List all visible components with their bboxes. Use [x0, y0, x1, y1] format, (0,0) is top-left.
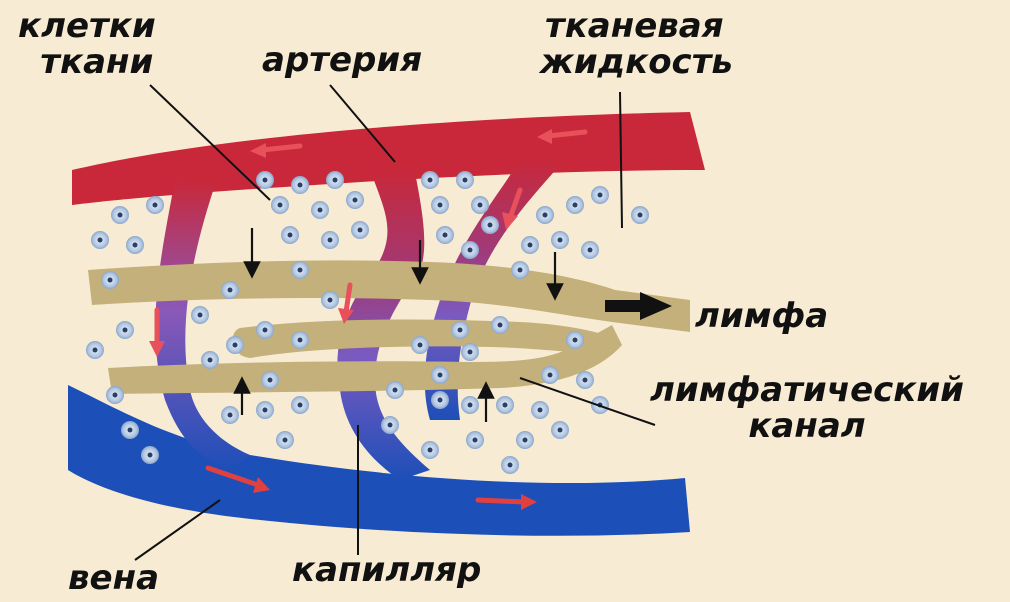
- cell-nucleus: [263, 328, 268, 333]
- label-tissue-cells-line2: ткани: [38, 44, 156, 80]
- cell-nucleus: [133, 243, 138, 248]
- cell-nucleus: [428, 448, 433, 453]
- label-tissue-fluid-line2: жидкость: [540, 44, 733, 80]
- cell-nucleus: [228, 413, 233, 418]
- cell-nucleus: [233, 343, 238, 348]
- cell-nucleus: [548, 373, 553, 378]
- label-tissue-cells: клетки ткани: [18, 8, 156, 80]
- label-tissue-cells-line1: клетки: [18, 8, 156, 44]
- label-lymph-channel-line2: канал: [650, 408, 964, 444]
- label-lymph: лимфа: [695, 298, 828, 334]
- label-lymph-channel-line1: лимфатический: [650, 372, 964, 408]
- cell-nucleus: [573, 203, 578, 208]
- cell-nucleus: [528, 243, 533, 248]
- cell-nucleus: [118, 213, 123, 218]
- label-tissue-fluid-line1: тканевая: [545, 8, 733, 44]
- cell-nucleus: [113, 393, 118, 398]
- cell-nucleus: [148, 453, 153, 458]
- cell-nucleus: [228, 288, 233, 293]
- cell-nucleus: [318, 208, 323, 213]
- cell-nucleus: [598, 193, 603, 198]
- cell-nucleus: [428, 178, 433, 183]
- cell-nucleus: [328, 298, 333, 303]
- cell-nucleus: [278, 203, 283, 208]
- cell-nucleus: [538, 408, 543, 413]
- cell-nucleus: [123, 328, 128, 333]
- cell-nucleus: [588, 248, 593, 253]
- cell-nucleus: [443, 233, 448, 238]
- cell-nucleus: [328, 238, 333, 243]
- cell-nucleus: [478, 203, 483, 208]
- label-capillary: капилляр: [292, 552, 481, 588]
- cell-nucleus: [388, 423, 393, 428]
- cell-nucleus: [298, 183, 303, 188]
- label-tissue-fluid: тканевая жидкость: [540, 8, 733, 80]
- cell-nucleus: [438, 373, 443, 378]
- cell-nucleus: [473, 438, 478, 443]
- cell-nucleus: [263, 178, 268, 183]
- cell-nucleus: [128, 428, 133, 433]
- cell-nucleus: [503, 403, 508, 408]
- cell-nucleus: [358, 228, 363, 233]
- cell-nucleus: [438, 398, 443, 403]
- label-lymph-channel: лимфатический канал: [650, 372, 964, 444]
- cell-nucleus: [558, 428, 563, 433]
- cell-nucleus: [508, 463, 513, 468]
- cell-nucleus: [458, 328, 463, 333]
- cell-nucleus: [438, 203, 443, 208]
- cell-nucleus: [153, 203, 158, 208]
- cell-nucleus: [573, 338, 578, 343]
- cell-nucleus: [298, 338, 303, 343]
- cell-nucleus: [558, 238, 563, 243]
- cell-nucleus: [638, 213, 643, 218]
- cell-nucleus: [333, 178, 338, 183]
- cell-nucleus: [353, 198, 358, 203]
- cell-nucleus: [488, 223, 493, 228]
- cell-nucleus: [208, 358, 213, 363]
- cell-nucleus: [468, 403, 473, 408]
- cell-nucleus: [543, 213, 548, 218]
- cell-nucleus: [418, 343, 423, 348]
- cell-nucleus: [468, 350, 473, 355]
- cell-nucleus: [198, 313, 203, 318]
- cell-nucleus: [463, 178, 468, 183]
- cell-nucleus: [298, 268, 303, 273]
- label-artery: артерия: [262, 42, 422, 78]
- cell-nucleus: [98, 238, 103, 243]
- cell-nucleus: [468, 248, 473, 253]
- cell-nucleus: [268, 378, 273, 383]
- cell-nucleus: [298, 403, 303, 408]
- capillary-left: [155, 180, 250, 470]
- cell-nucleus: [288, 233, 293, 238]
- cell-nucleus: [283, 438, 288, 443]
- cell-nucleus: [108, 278, 113, 283]
- cell-nucleus: [93, 348, 98, 353]
- cell-nucleus: [523, 438, 528, 443]
- cell-nucleus: [393, 388, 398, 393]
- cell-nucleus: [583, 378, 588, 383]
- cell-nucleus: [498, 323, 503, 328]
- cell-nucleus: [263, 408, 268, 413]
- label-vein: вена: [68, 560, 159, 596]
- cell-nucleus: [518, 268, 523, 273]
